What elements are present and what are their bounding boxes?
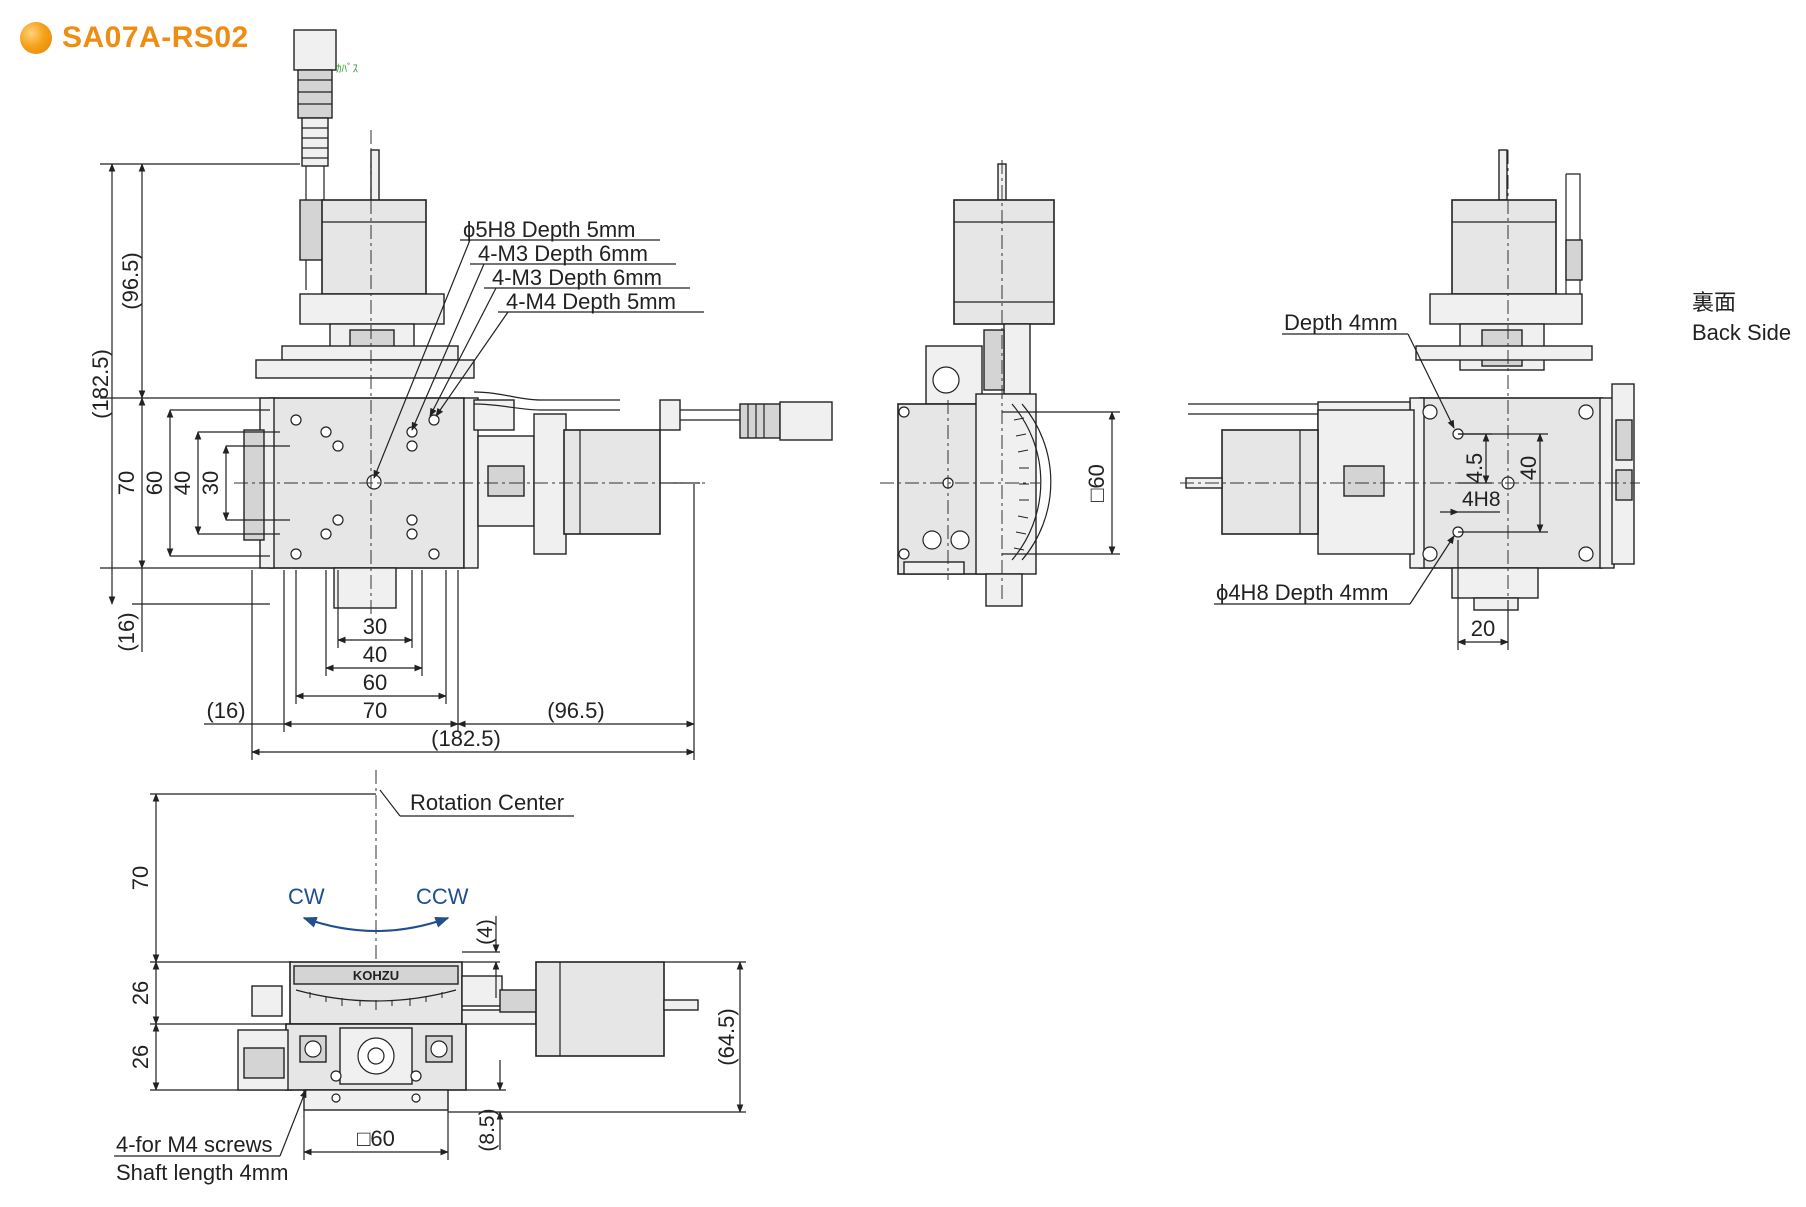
callout-phi5h8: ϕ5H8 Depth 5mm	[463, 217, 636, 242]
bottom-dim-4: (4)	[474, 919, 497, 945]
back-motor	[1451, 199, 1557, 295]
rotation-center-label: Rotation Center	[410, 790, 564, 815]
dim-96-5-v: (96.5)	[118, 252, 143, 309]
front-view: ｶﾊﾞｽ	[234, 29, 833, 620]
connector-plug	[293, 29, 337, 71]
dim-30-h: 30	[363, 614, 387, 639]
dim-30-v: 30	[198, 471, 223, 495]
callout-m3-a: 4-M3 Depth 6mm	[478, 241, 648, 266]
bottom-dim-26-b: 26	[128, 1045, 153, 1069]
back-dim-40: 40	[1516, 456, 1541, 480]
back-view: 4.5 40 4H8 20 Depth 4mm ϕ4H8 Depth 4mm 裏…	[1180, 149, 1791, 650]
callout-m3-b: 4-M3 Depth 6mm	[492, 265, 662, 290]
dim-40-v: 40	[170, 471, 195, 495]
dim-182-5-h: (182.5)	[431, 726, 501, 751]
dim-40-h: 40	[363, 642, 387, 667]
bottom-dim-70: 70	[128, 866, 153, 890]
front-horizontal-dims: 30 40 60 70 (16) (96.5) (182.5)	[204, 484, 695, 760]
front-holes	[290, 414, 440, 560]
bottom-dim-26-a: 26	[128, 981, 153, 1005]
kohzu-logo: KOHZU	[353, 968, 399, 983]
bottom-side-motor	[535, 961, 665, 1057]
connector-side	[779, 401, 833, 441]
dim-70-v: 70	[114, 471, 139, 495]
back-side-motor	[1221, 429, 1319, 535]
dim-182-5-v: (182.5)	[88, 349, 113, 419]
screw-note-2: Shaft length 4mm	[116, 1160, 288, 1185]
bottom-square-60: □60	[357, 1126, 395, 1151]
svg-text:ｶﾊﾞｽ: ｶﾊﾞｽ	[336, 62, 358, 75]
dim-60-h: 60	[363, 670, 387, 695]
front-vertical-dims: (182.5) (96.5) 70 60 40 30 (16)	[88, 163, 300, 652]
bottom-view: 70 26 26 Rotation Center CW CCW KOHZU	[114, 770, 746, 1185]
back-dim-4-5: 4.5	[1462, 453, 1487, 484]
stepper-motor-top	[321, 199, 427, 295]
ccw-label: CCW	[416, 884, 469, 909]
stepper-motor-side	[563, 429, 661, 535]
back-phi4h8-label: ϕ4H8 Depth 4mm	[1216, 580, 1389, 605]
side-motor	[953, 199, 1055, 325]
bottom-dim-8-5: (8.5)	[476, 1108, 499, 1151]
back-dim-4h8: 4H8	[1462, 488, 1501, 511]
title-bar: SA07A-RS02	[20, 18, 249, 58]
callout-m4: 4-M4 Depth 5mm	[506, 289, 676, 314]
dim-96-5-h: (96.5)	[547, 698, 604, 723]
page-title: SA07A-RS02	[62, 21, 249, 54]
dim-16-v: (16)	[114, 612, 139, 651]
bottom-dim-64-5: (64.5)	[714, 1008, 739, 1065]
bullet-icon	[20, 22, 52, 54]
screw-note-1: 4-for M4 screws	[116, 1132, 272, 1157]
side-square-60: □60	[1084, 464, 1109, 502]
side-view: □60	[880, 160, 1120, 607]
front-callouts: ϕ5H8 Depth 5mm 4-M3 Depth 6mm 4-M3 Depth…	[373, 217, 704, 479]
back-depth-4mm: Depth 4mm	[1284, 310, 1398, 335]
back-side-label-en: Back Side	[1692, 320, 1791, 345]
back-dim-20: 20	[1471, 616, 1495, 641]
dim-60-v: 60	[142, 471, 167, 495]
back-side-label-jp: 裏面	[1692, 290, 1736, 315]
cw-label: CW	[288, 884, 325, 909]
dim-70-h: 70	[363, 698, 387, 723]
rotation-arrow	[302, 917, 450, 932]
dim-16-h: (16)	[206, 698, 245, 723]
